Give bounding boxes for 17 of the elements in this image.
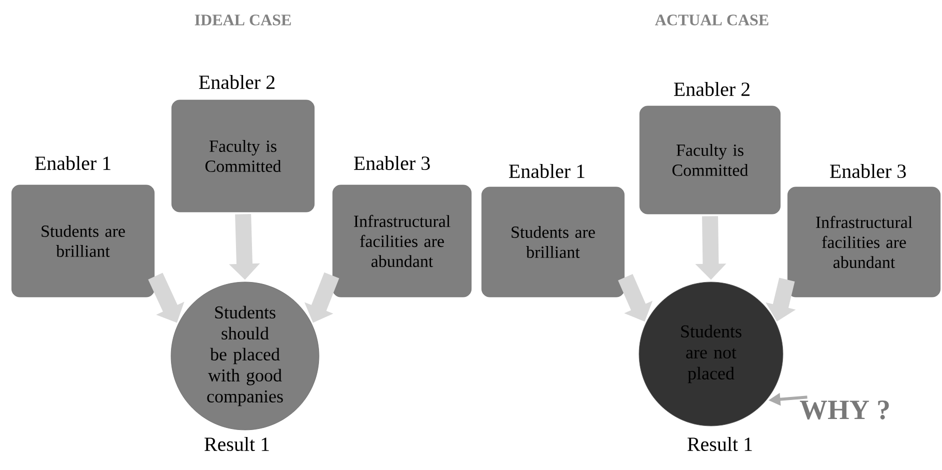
text-box: Students are brilliant <box>481 186 625 298</box>
node-caption: Result 1 <box>204 436 269 452</box>
node-caption: Enabler 1 <box>35 156 110 170</box>
case-heading: ACTUAL CASE <box>655 14 768 26</box>
why-text: WHY ? <box>800 400 889 420</box>
text-box: Faculty is Committed <box>171 100 315 212</box>
node-caption: Enabler 3 <box>830 164 906 178</box>
node-caption: Enabler 2 <box>199 74 274 90</box>
node-caption: Enabler 1 <box>509 164 584 178</box>
text-box: Infrastructural facilities are abundant <box>332 184 472 298</box>
text-box: Faculty is Committed <box>639 106 781 214</box>
node-caption: Enabler 2 <box>674 82 750 96</box>
node-caption: Enabler 3 <box>354 156 430 170</box>
text-box: Infrastructural facilities are abundant <box>787 186 941 298</box>
case-heading: IDEAL CASE <box>194 14 291 26</box>
text-box: Students are brilliant <box>11 184 155 298</box>
node-caption: Result 1 <box>688 436 752 452</box>
